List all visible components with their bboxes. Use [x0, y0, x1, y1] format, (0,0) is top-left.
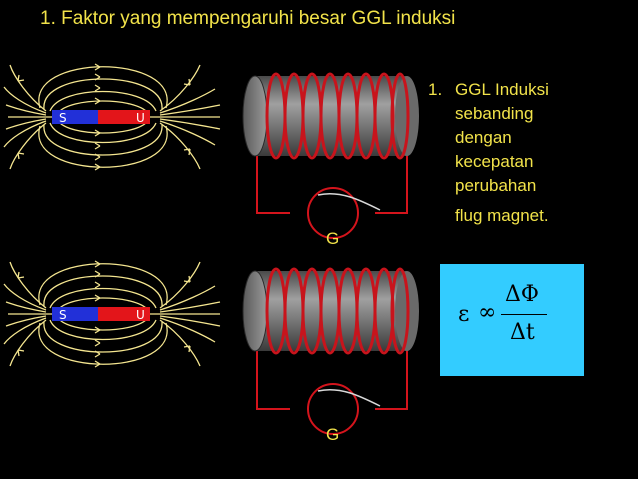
point-line: dengan	[455, 128, 512, 147]
slide-title: 1. Faktor yang mempengaruhi besar GGL in…	[40, 8, 456, 29]
formula-fraction-bar	[501, 314, 547, 315]
pole-s-label-top: S	[59, 111, 67, 125]
point-line: flug magnet.	[455, 206, 549, 225]
galvanometer-label-bottom: G	[326, 425, 340, 444]
point-line: GGL Induksi	[455, 80, 549, 99]
pole-u-label-top: U	[136, 111, 145, 125]
point-text: GGL Induksi sebanding dengan kecepatan p…	[455, 78, 605, 228]
coil-bottom	[242, 267, 419, 410]
point-line: perubahan	[455, 176, 537, 195]
magnet-pole-u-bottom	[98, 307, 150, 321]
formula-numerator: ΔΦ	[505, 282, 539, 307]
coil-top	[242, 72, 419, 214]
pole-s-label-bottom: S	[59, 308, 67, 322]
formula-box	[440, 264, 584, 376]
galvanometer-needle-top	[317, 192, 381, 211]
point-line: sebanding	[455, 104, 534, 123]
magnet-pole-s-bottom	[52, 307, 98, 321]
point-line: kecepatan	[455, 152, 534, 171]
circuit-wire-top-left	[256, 152, 290, 214]
galvanometer-label-top: G	[326, 229, 340, 248]
circuit-wire-bottom-right	[375, 348, 408, 410]
formula-proportional-symbol: ∞	[478, 300, 497, 325]
formula-denominator: Δt	[510, 320, 535, 345]
magnet-pole-s-top	[52, 110, 98, 124]
galvanometer-top	[307, 187, 381, 239]
point-number: 1.	[428, 80, 443, 99]
galvanometer-bottom	[307, 383, 381, 435]
magnet-pole-u-top	[98, 110, 150, 124]
circuit-wire-bottom-left	[256, 348, 290, 410]
pole-u-label-bottom: U	[136, 308, 145, 322]
bar-magnet-top: S U	[52, 110, 150, 125]
circuit-wire-top-right	[375, 152, 408, 214]
formula-epsilon: ε	[458, 302, 470, 327]
bar-magnet-bottom: S U	[52, 307, 150, 322]
galvanometer-needle-bottom	[317, 388, 381, 407]
